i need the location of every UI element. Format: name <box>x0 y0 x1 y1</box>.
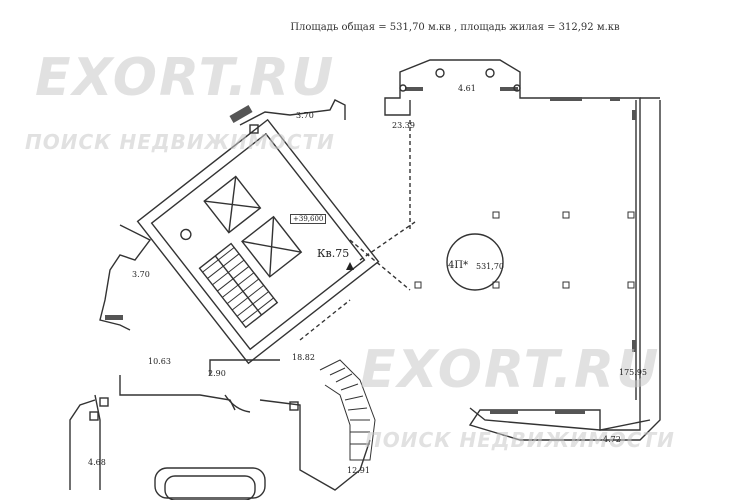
dim-175-95: 175.95 <box>619 368 647 377</box>
apartment-label: Кв.75 <box>317 247 350 260</box>
dim-10-63: 10.63 <box>148 357 171 366</box>
dim-3-70-top: 3.70 <box>296 111 314 120</box>
room-marker-circle <box>446 233 504 291</box>
apartment-marker-icon <box>346 262 354 270</box>
dim-2-90: 2.90 <box>208 369 226 378</box>
area-summary-text: Площадь общая = 531,70 м.кв , площадь жи… <box>290 22 620 33</box>
dim-4-61: 4.61 <box>458 84 476 93</box>
area-summary: Площадь общая = 531,70 м.кв , площадь жи… <box>0 22 750 33</box>
dim-4-68: 4.68 <box>88 458 106 467</box>
main-room-walls <box>384 59 661 441</box>
dim-12-91: 12.91 <box>347 466 370 475</box>
room-area: 531,70 <box>476 262 504 271</box>
dim-18-82: 18.82 <box>292 353 315 362</box>
elevation-mark: +39,600 <box>290 214 327 224</box>
columns <box>414 211 635 289</box>
dim-23-39: 23.39 <box>392 121 415 130</box>
boundary-dashed <box>299 120 416 341</box>
stair-core <box>136 118 380 365</box>
small-staircase <box>319 359 376 461</box>
dim-3-70-left: 3.70 <box>132 270 150 279</box>
room-code: 4П* <box>448 260 469 271</box>
dim-4-72: 4.72 <box>603 435 621 444</box>
left-wing-walls <box>69 99 371 500</box>
